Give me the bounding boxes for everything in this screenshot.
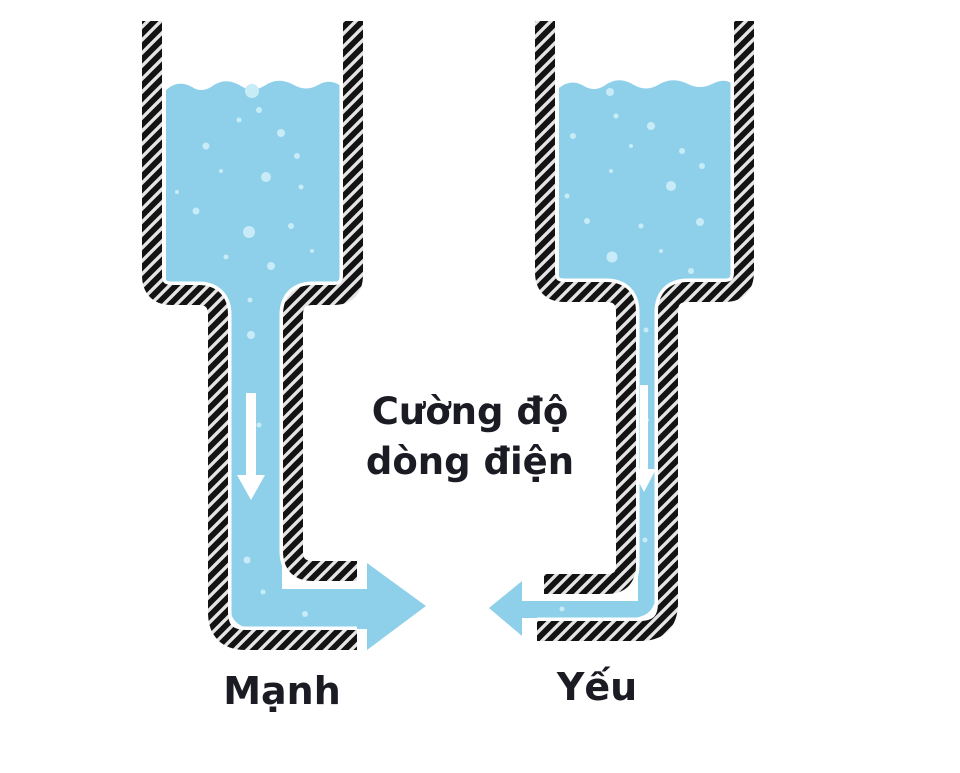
left-tank-label: Mạnh [223, 669, 341, 713]
right-outlet-water [522, 555, 656, 618]
right-tank-label: Yếu [556, 665, 637, 709]
right-tank-water [559, 80, 734, 300]
left-outlet-water [229, 570, 369, 629]
left-bubbles [175, 84, 344, 639]
center-label-line1: Cường độ [372, 390, 569, 433]
right-water [489, 80, 734, 636]
diagram-labels: Cường độ dòng điện Mạnh Yếu [223, 390, 637, 713]
weak-flow-arrow-icon [489, 581, 522, 636]
strong-flow-arrow-icon [367, 563, 426, 650]
left-pipe-down-arrow-icon [237, 393, 265, 500]
left-tank-group [138, 21, 426, 654]
right-tank-walls [531, 21, 758, 645]
left-tank-water [166, 80, 341, 300]
right-tank-group [489, 21, 758, 645]
center-label-line2: dòng điện [366, 440, 574, 483]
left-tank-walls [138, 21, 367, 654]
right-bubbles [559, 88, 705, 612]
